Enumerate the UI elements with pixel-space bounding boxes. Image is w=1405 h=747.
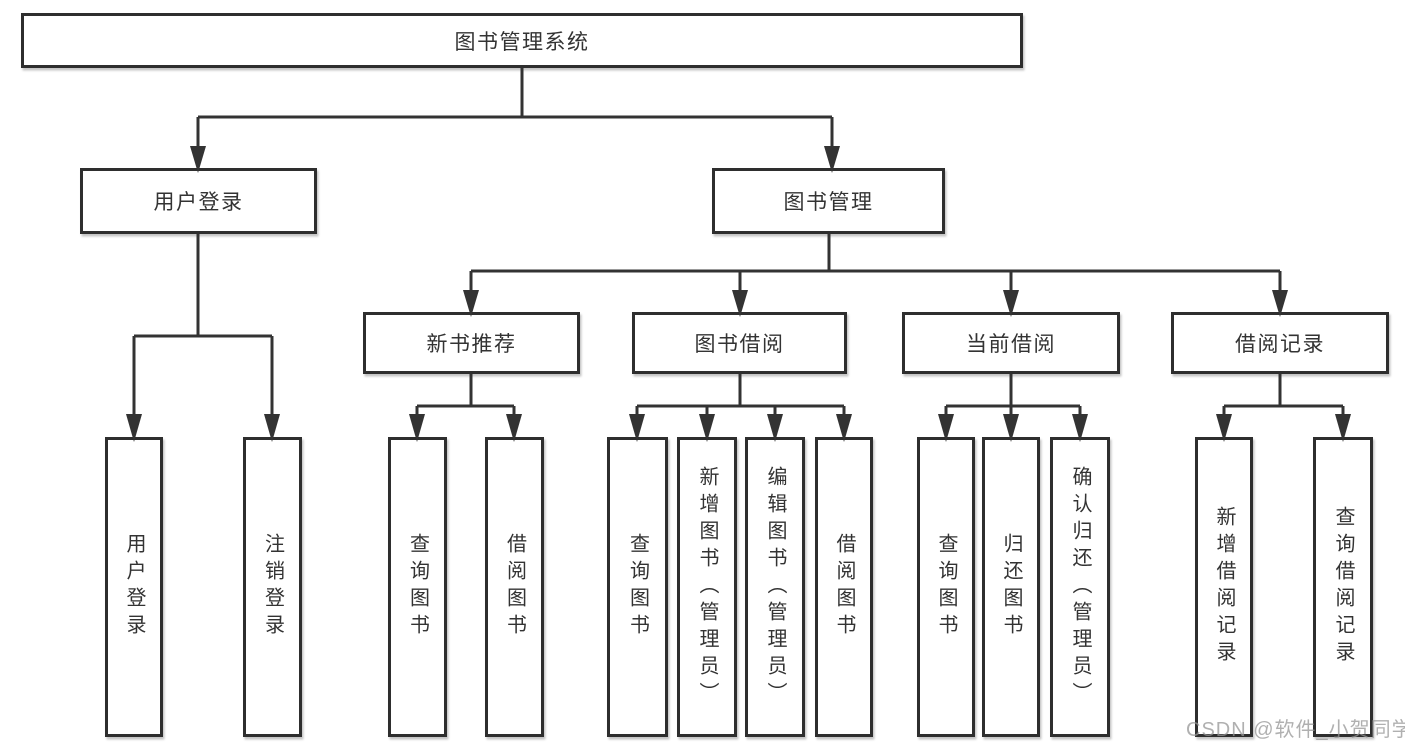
node-cb-query-books-label: 查询图书 [935,533,957,641]
node-user-login: 用户登录 [80,168,317,234]
node-bb-query-books-label: 查询图书 [626,533,649,641]
node-logout: 注销登录 [243,437,302,737]
node-bb-borrow-books: 借阅图书 [815,437,873,737]
node-cb-return-books-label: 归还图书 [1000,533,1022,641]
node-new-book-recommend: 新书推荐 [363,312,580,374]
node-library-system: 图书管理系统 [21,13,1023,68]
node-borrowing-records: 借阅记录 [1171,312,1389,374]
connector-new-book-children [409,374,522,442]
node-nbr-borrow-books: 借阅图书 [485,437,544,737]
node-nbr-query-books: 查询图书 [388,437,447,737]
node-bb-borrow-books-label: 借阅图书 [833,533,855,641]
node-book-borrowing: 图书借阅 [632,312,847,374]
node-br-add-record: 新增借阅记录 [1195,437,1253,737]
node-nbr-borrow-books-label: 借阅图书 [503,533,526,641]
connector-borrowing-records-children [1216,374,1351,442]
connector-book-borrowing-children [629,374,852,442]
node-book-management: 图书管理 [712,168,945,234]
node-cb-confirm-return-admin-label: 确认归还（管理员） [1069,465,1091,709]
node-bb-query-books: 查询图书 [607,437,668,737]
csdn-watermark: CSDN @软件_小贺同学 [1186,719,1405,741]
node-br-query-record: 查询借阅记录 [1313,437,1373,737]
node-cb-confirm-return-admin: 确认归还（管理员） [1050,437,1110,737]
connector-root-to-level2 [190,68,840,173]
node-bb-edit-books-admin-label: 编辑图书（管理员） [764,465,786,709]
node-bb-add-books-admin: 新增图书（管理员） [677,437,737,737]
node-bb-add-books-admin-label: 新增图书（管理员） [696,465,718,709]
node-cb-return-books: 归还图书 [982,437,1040,737]
connector-book-management-children [463,234,1288,317]
node-br-query-record-label: 查询借阅记录 [1332,506,1354,668]
node-login-label: 用户登录 [123,533,145,641]
node-br-add-record-label: 新增借阅记录 [1213,506,1235,668]
node-current-borrowing: 当前借阅 [902,312,1120,374]
node-cb-query-books: 查询图书 [917,437,975,737]
connector-current-borrowing-children [938,374,1088,442]
connector-user-login-children [126,234,280,442]
node-login: 用户登录 [105,437,163,737]
node-bb-edit-books-admin: 编辑图书（管理员） [745,437,805,737]
node-nbr-query-books-label: 查询图书 [406,533,429,641]
node-logout-label: 注销登录 [261,533,284,641]
